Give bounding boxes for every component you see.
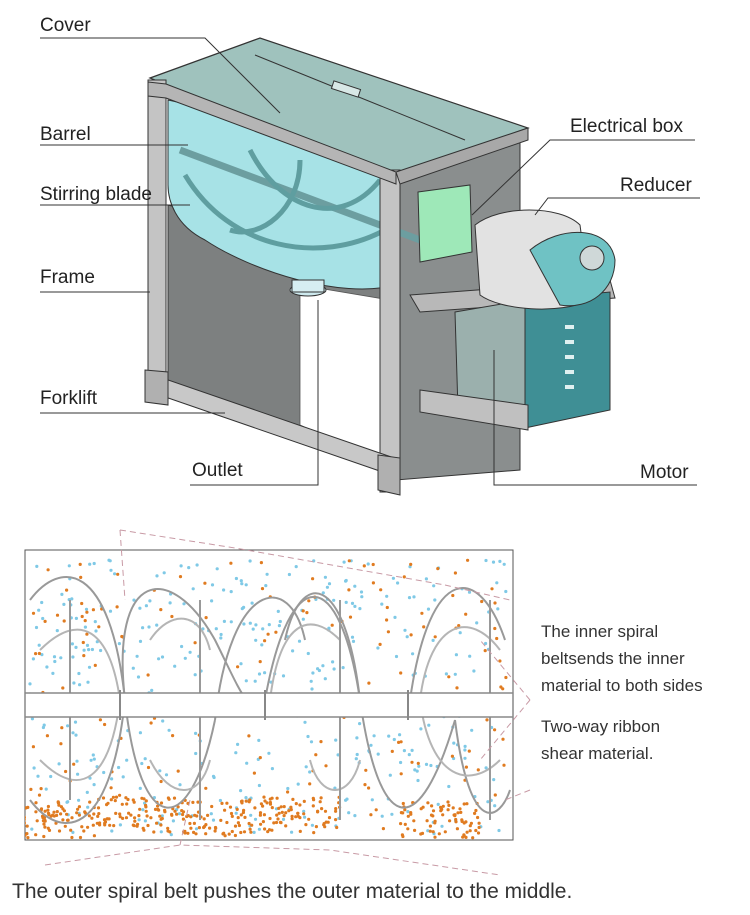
- label-electrical-box: Electrical box: [570, 116, 683, 137]
- label-frame: Frame: [40, 267, 95, 288]
- note-inner-spiral-line-3: material to both sides: [541, 676, 703, 695]
- forklift-foot-right: [377, 454, 401, 496]
- note-inner-spiral-line-1: The inner spiral: [541, 622, 659, 641]
- note-inner-spiral-line-2: beltsends the inner: [541, 649, 685, 668]
- central-shaft: [24, 692, 514, 718]
- cover-leader: [40, 37, 281, 114]
- reducer-leader: [534, 197, 700, 216]
- label-cover: Cover: [40, 15, 91, 36]
- label-stirring-blade: Stirring blade: [40, 184, 152, 205]
- bottom-caption: The outer spiral belt pushes the outer m…: [12, 880, 573, 903]
- mixer-machine-illustration: [144, 37, 616, 496]
- note-two-way-line-2: shear material.: [541, 744, 654, 763]
- frame-post-right: [379, 169, 401, 493]
- cover-handle: [330, 80, 362, 98]
- outlet-leader: [190, 300, 319, 486]
- label-reducer: Reducer: [620, 175, 692, 196]
- leader-lines: [40, 37, 700, 486]
- motor-leader: [493, 350, 697, 486]
- frame-post-left: [147, 79, 167, 403]
- label-motor: Motor: [640, 462, 689, 483]
- note-two-way-ribbon: Two-way ribbon shear material.: [541, 713, 660, 767]
- flow-guide-dashes: [44, 529, 531, 876]
- note-inner-spiral: The inner spiral beltsends the inner mat…: [541, 618, 703, 699]
- label-outlet: Outlet: [192, 460, 243, 481]
- label-forklift: Forklift: [40, 388, 97, 409]
- note-two-way-line-1: Two-way ribbon: [541, 717, 661, 736]
- electrical-box: [417, 184, 473, 263]
- forklift-foot-left: [144, 369, 169, 406]
- ribbon-diagram: [24, 529, 531, 876]
- label-barrel: Barrel: [40, 124, 91, 145]
- stirring-blade-ribbon: [182, 148, 387, 251]
- top-front-rail: [147, 81, 397, 185]
- electrical-box-leader: [471, 139, 695, 216]
